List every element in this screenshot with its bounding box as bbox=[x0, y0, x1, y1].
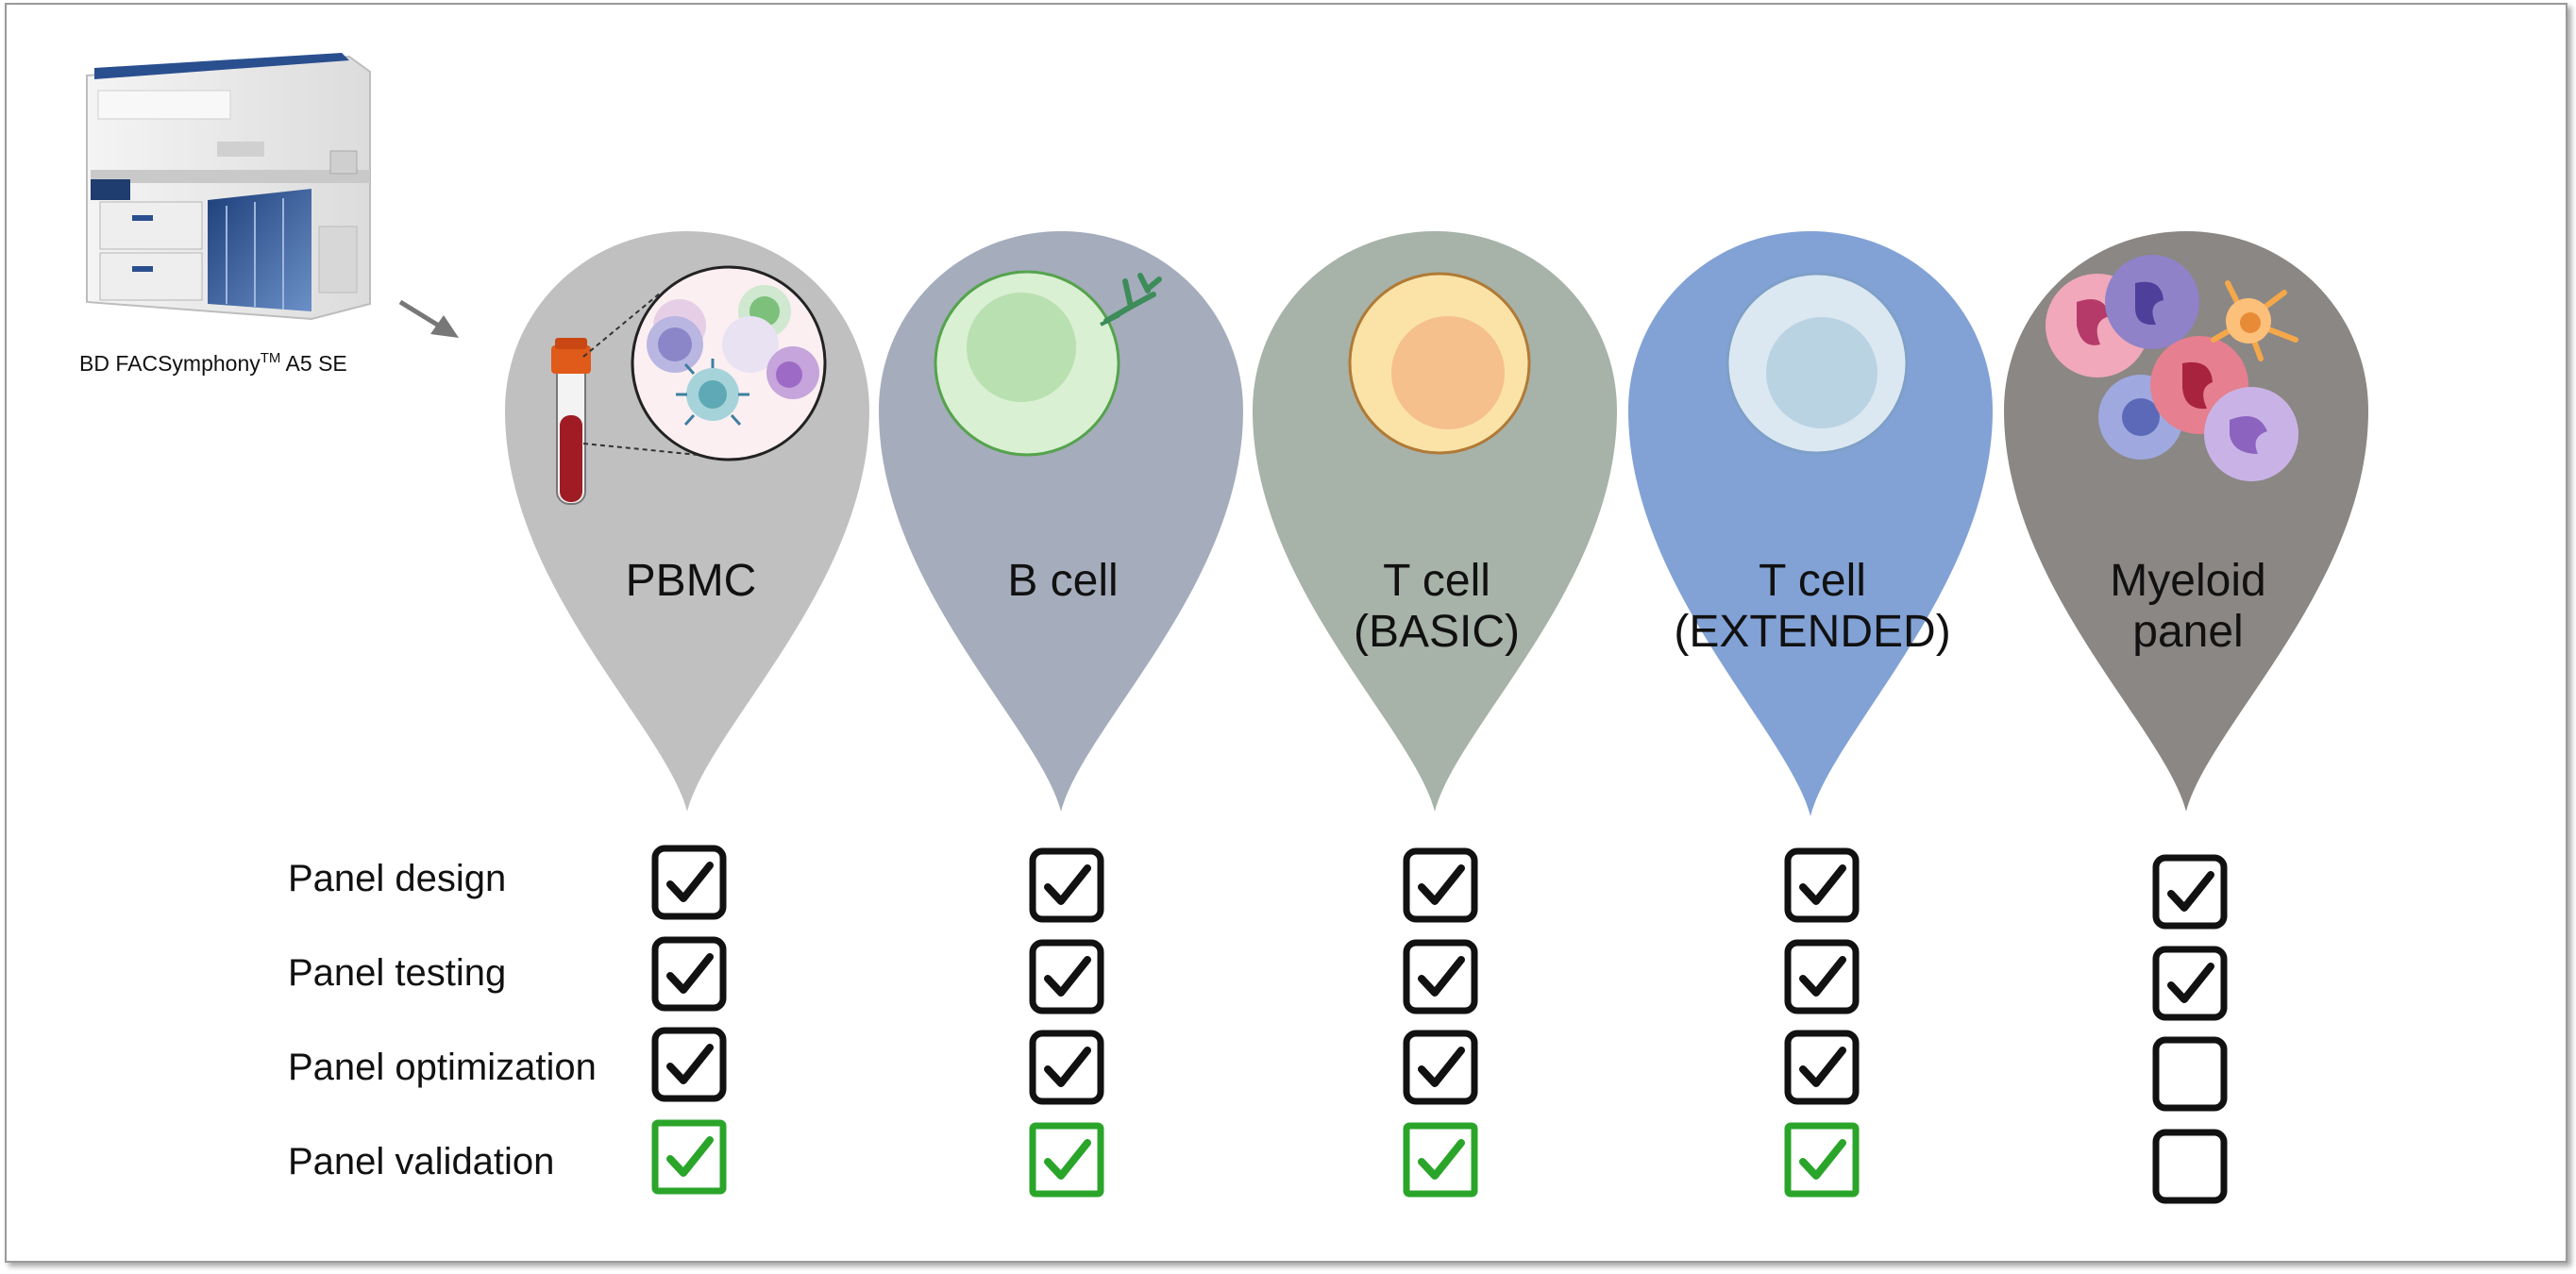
checkbox-box bbox=[1784, 847, 1860, 923]
pin-label-line: Myeloid bbox=[2110, 556, 2265, 606]
checkmark-icon bbox=[1418, 864, 1465, 905]
checkbox-checked bbox=[1403, 939, 1478, 1014]
checkbox-box bbox=[1403, 847, 1478, 923]
checkbox-checked bbox=[2152, 854, 2228, 930]
checkbox-empty bbox=[2152, 1129, 2228, 1204]
pin-label-line: B cell bbox=[1007, 556, 1118, 606]
checkbox-box bbox=[651, 1119, 727, 1195]
instrument-caption: BD FACSymphonyTM A5 SE bbox=[79, 350, 347, 376]
checkbox-box bbox=[1784, 939, 1860, 1014]
checkbox-checked bbox=[1403, 847, 1478, 923]
checkbox-checked bbox=[1784, 939, 1860, 1014]
checkmark-icon bbox=[666, 1136, 714, 1177]
pin-label-line: panel bbox=[2132, 607, 2243, 657]
pin-pbmc: PBMC bbox=[505, 231, 869, 812]
checkmark-icon bbox=[1799, 956, 1846, 997]
checkmark-icon bbox=[1799, 1139, 1846, 1180]
step-label-design: Panel design bbox=[288, 858, 506, 899]
pin-label: T cell(EXTENDED) bbox=[1674, 556, 1950, 657]
pin-b-cell: B cell bbox=[879, 231, 1243, 812]
checkbox-checked bbox=[1029, 1030, 1104, 1105]
checkbox-checked bbox=[1029, 939, 1104, 1014]
checkbox-checked bbox=[651, 936, 727, 1012]
checkmark-icon bbox=[1799, 864, 1846, 905]
pin-label-line: T cell bbox=[1759, 556, 1866, 606]
checkmark-icon bbox=[666, 1044, 714, 1084]
step-label-testing: Panel testing bbox=[288, 952, 506, 994]
checkbox-box bbox=[2152, 946, 2228, 1021]
checkmark-icon bbox=[1418, 1047, 1465, 1087]
checkbox-checked bbox=[1403, 1030, 1478, 1105]
checkbox-checked bbox=[2152, 946, 2228, 1021]
pin-label-line: (EXTENDED) bbox=[1674, 607, 1950, 657]
checkmark-icon bbox=[666, 953, 714, 994]
pin-label-line: (BASIC) bbox=[1354, 607, 1520, 657]
checkbox-checked bbox=[651, 845, 727, 920]
checkmark-icon bbox=[1799, 1047, 1846, 1087]
checkbox-empty bbox=[2152, 1036, 2228, 1112]
pin-label: B cell bbox=[1007, 556, 1118, 606]
blood-tube-icon bbox=[551, 338, 591, 505]
checkmark-icon bbox=[1418, 1139, 1465, 1180]
flow-cytometer-image bbox=[86, 53, 371, 321]
checkbox-box bbox=[1403, 939, 1478, 1014]
checkmark-icon bbox=[1044, 1139, 1091, 1180]
checkmark-icon bbox=[1044, 864, 1091, 905]
checkbox-validated bbox=[651, 1119, 727, 1195]
checkbox-box bbox=[1029, 847, 1104, 923]
checkmark-icon bbox=[1418, 956, 1465, 997]
checkbox-validated bbox=[1403, 1122, 1478, 1198]
step-label-validation: Panel validation bbox=[288, 1141, 554, 1182]
checkbox-checked bbox=[1029, 847, 1104, 923]
t-cell-basic-icon bbox=[1348, 272, 1531, 455]
checkmark-icon bbox=[666, 862, 714, 902]
checkbox-checked bbox=[1784, 1030, 1860, 1105]
checkmark-icon bbox=[2167, 871, 2214, 912]
checkbox-box bbox=[2152, 854, 2228, 930]
checkbox-box bbox=[651, 936, 727, 1012]
checkbox-checked bbox=[651, 1027, 727, 1102]
checkbox-box bbox=[1403, 1030, 1478, 1105]
checkbox-validated bbox=[1029, 1122, 1104, 1198]
pin-t-cell-basic: T cell(BASIC) bbox=[1253, 231, 1617, 812]
checkmark-icon bbox=[1044, 956, 1091, 997]
cell-zoom-circle-icon bbox=[631, 265, 827, 461]
myeloid-cells-icon bbox=[2046, 255, 2298, 481]
checkbox-validated bbox=[1784, 1122, 1860, 1198]
checkbox-box bbox=[1029, 939, 1104, 1014]
pin-label: T cell(BASIC) bbox=[1354, 556, 1520, 657]
checkbox-checked bbox=[1784, 847, 1860, 923]
checkbox-box bbox=[2152, 1129, 2228, 1204]
b-cell-icon bbox=[934, 270, 1162, 457]
checkbox-box bbox=[1029, 1122, 1104, 1198]
checkbox-grid bbox=[651, 845, 2228, 1204]
t-cell-extended-icon bbox=[1726, 272, 1909, 455]
step-label-optimization: Panel optimization bbox=[288, 1047, 597, 1088]
pin-label-line: PBMC bbox=[626, 556, 757, 606]
checkbox-box bbox=[1784, 1030, 1860, 1105]
pin-label: PBMC bbox=[626, 556, 757, 606]
checkbox-box bbox=[1784, 1122, 1860, 1198]
checkbox-box bbox=[651, 1027, 727, 1102]
arrow-icon bbox=[398, 299, 459, 338]
pin-label-line: T cell bbox=[1383, 556, 1490, 606]
checkbox-box bbox=[1029, 1030, 1104, 1105]
checkmark-icon bbox=[2167, 963, 2214, 1003]
checkbox-box bbox=[1403, 1122, 1478, 1198]
pin-t-cell-extended: T cell(EXTENDED) bbox=[1628, 231, 1993, 816]
checkbox-box bbox=[651, 845, 727, 920]
checkmark-icon bbox=[1044, 1047, 1091, 1087]
checkbox-box bbox=[2152, 1036, 2228, 1112]
